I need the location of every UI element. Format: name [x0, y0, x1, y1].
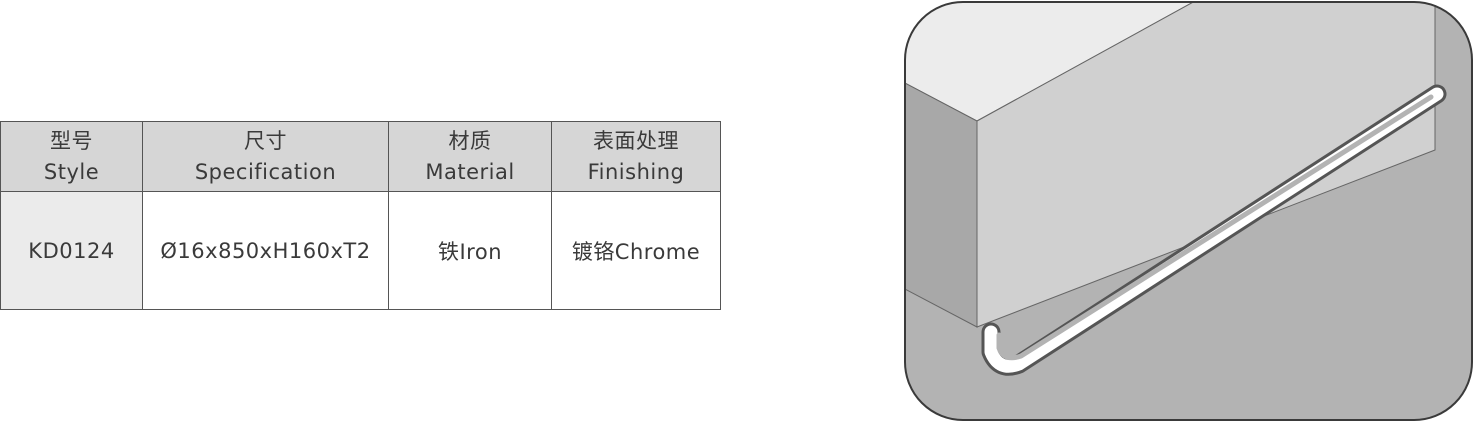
header-specification-en: Specification: [194, 159, 337, 184]
spec-table: 型号 Style 尺寸 Specification 材质 Material 表面…: [0, 121, 721, 310]
header-style-zh: 型号: [50, 128, 93, 153]
table-header-row: 型号 Style 尺寸 Specification 材质 Material 表面…: [0, 121, 721, 192]
header-style: 型号 Style: [0, 121, 143, 192]
header-material-zh: 材质: [448, 128, 492, 153]
cell-style: KD0124: [0, 191, 143, 310]
header-material: 材质 Material: [388, 121, 552, 192]
header-finishing-en: Finishing: [587, 159, 685, 184]
wall-front-face: [976, 2, 1436, 328]
header-style-en: Style: [43, 159, 100, 184]
towel-bar-illustration: [904, 1, 1473, 421]
header-material-en: Material: [425, 159, 515, 184]
header-specification: 尺寸 Specification: [142, 121, 389, 192]
cell-material: 铁Iron: [388, 191, 552, 310]
header-finishing-zh: 表面处理: [593, 128, 679, 153]
header-specification-zh: 尺寸: [244, 128, 287, 153]
towel-bar-inner-fill: [996, 94, 1434, 361]
towel-bar: [984, 87, 1444, 373]
wall-side-face: [905, 81, 978, 328]
cell-finishing: 镀铬Chrome: [551, 191, 721, 310]
header-finishing: 表面处理 Finishing: [551, 121, 721, 192]
figure-frame: [904, 1, 1473, 421]
table-row: KD0124 Ø16x850xH160xT2 铁Iron 镀铬Chrome: [0, 191, 721, 310]
cell-specification: Ø16x850xH160xT2: [142, 191, 389, 310]
